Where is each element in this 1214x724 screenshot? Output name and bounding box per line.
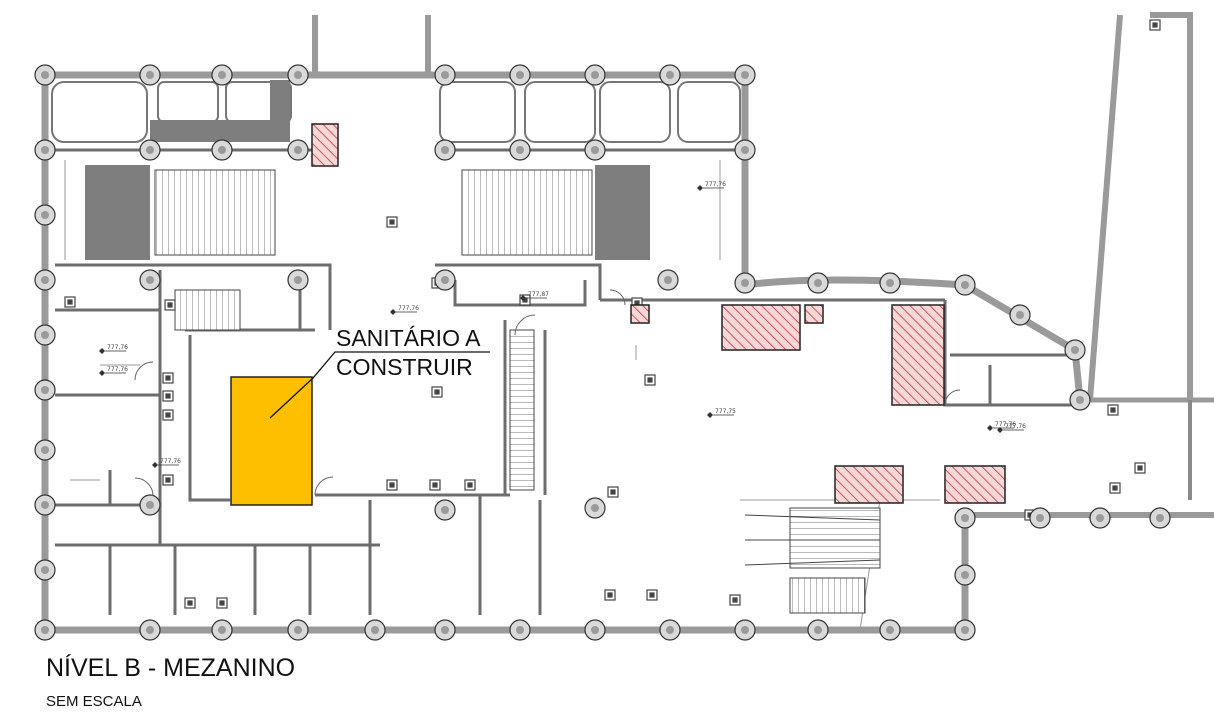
callout-line-1: SANITÁRIO A	[336, 325, 481, 351]
hatched-area	[630, 304, 650, 324]
solid-blocks	[85, 80, 650, 260]
fixture-icon	[64, 296, 76, 308]
drawing-title: NÍVEL B - MEZANINO	[46, 654, 296, 682]
elevation-tag: 777,76	[987, 421, 1016, 431]
fixture-icon	[162, 390, 174, 402]
fixture-icon	[607, 486, 619, 498]
hatched-area	[944, 465, 1006, 504]
fixture-icon	[431, 386, 443, 398]
fixture-icon	[464, 479, 476, 491]
fixture-icon	[162, 474, 174, 486]
elevation-tag: 777,76	[390, 305, 419, 315]
elevation-label: 777,75	[715, 408, 736, 415]
elevation-label: 777,76	[107, 366, 128, 373]
top-bays	[51, 81, 741, 143]
fixture-icon	[1107, 404, 1119, 416]
elevation-label: 777,76	[398, 305, 419, 312]
elevation-tag: 777,75	[707, 408, 736, 418]
elevation-label: 777,76	[1005, 423, 1026, 430]
fixture-icon	[1109, 482, 1121, 494]
hatched-area	[311, 123, 339, 167]
callout-leader	[269, 351, 490, 419]
elevation-tag: 777,76	[152, 458, 181, 468]
fixture-icon	[644, 374, 656, 386]
fixture-icon	[164, 299, 176, 311]
fixture-icon	[184, 597, 196, 609]
fixture-icon	[604, 589, 616, 601]
columns	[34, 64, 1171, 641]
inner-walls	[45, 148, 1075, 615]
door-swings	[134, 289, 961, 497]
stairs	[154, 169, 881, 614]
fixture-icon	[162, 409, 174, 421]
elevation-tag: 777,76	[99, 366, 128, 376]
elevation-label: 777,76	[995, 421, 1016, 428]
sanitario-a-construir-area	[230, 376, 313, 506]
fixture-icon	[429, 479, 441, 491]
drawing-scale: SEM ESCALA	[46, 693, 142, 710]
hatched-area	[891, 304, 945, 406]
callout-label: SANITÁRIO A CONSTRUIR	[336, 324, 480, 382]
fixture-icon	[386, 216, 398, 228]
elevation-label: 777,76	[107, 344, 128, 351]
fixture-icon	[729, 594, 741, 606]
hatched-area	[834, 465, 904, 504]
elevation-tags: 777,76777,76777,76777,76777,76777,87777,…	[99, 181, 1026, 468]
elevation-label: 777,76	[705, 181, 726, 188]
elevation-tag: 777,76	[99, 344, 128, 354]
fixture-icon	[646, 589, 658, 601]
fixture-icon	[1134, 462, 1146, 474]
elevation-label: 777,76	[160, 458, 181, 465]
hatched-area	[804, 304, 824, 324]
fixture-icon	[216, 597, 228, 609]
elevation-tag: 777,76	[997, 423, 1026, 433]
elevation-tag: 777,87	[520, 291, 549, 301]
elevation-tag: 777,76	[697, 181, 726, 191]
hatched-area	[721, 304, 801, 351]
fixture-icon	[386, 479, 398, 491]
elevation-label: 777,87	[528, 291, 549, 298]
callout-line-2: CONSTRUIR	[336, 354, 473, 380]
fixture-icon	[162, 372, 174, 384]
hatched-areas	[311, 123, 1006, 504]
outer-walls	[41, 12, 1214, 634]
fixture-icon	[1149, 19, 1161, 31]
fixture-boxes	[64, 19, 1161, 609]
